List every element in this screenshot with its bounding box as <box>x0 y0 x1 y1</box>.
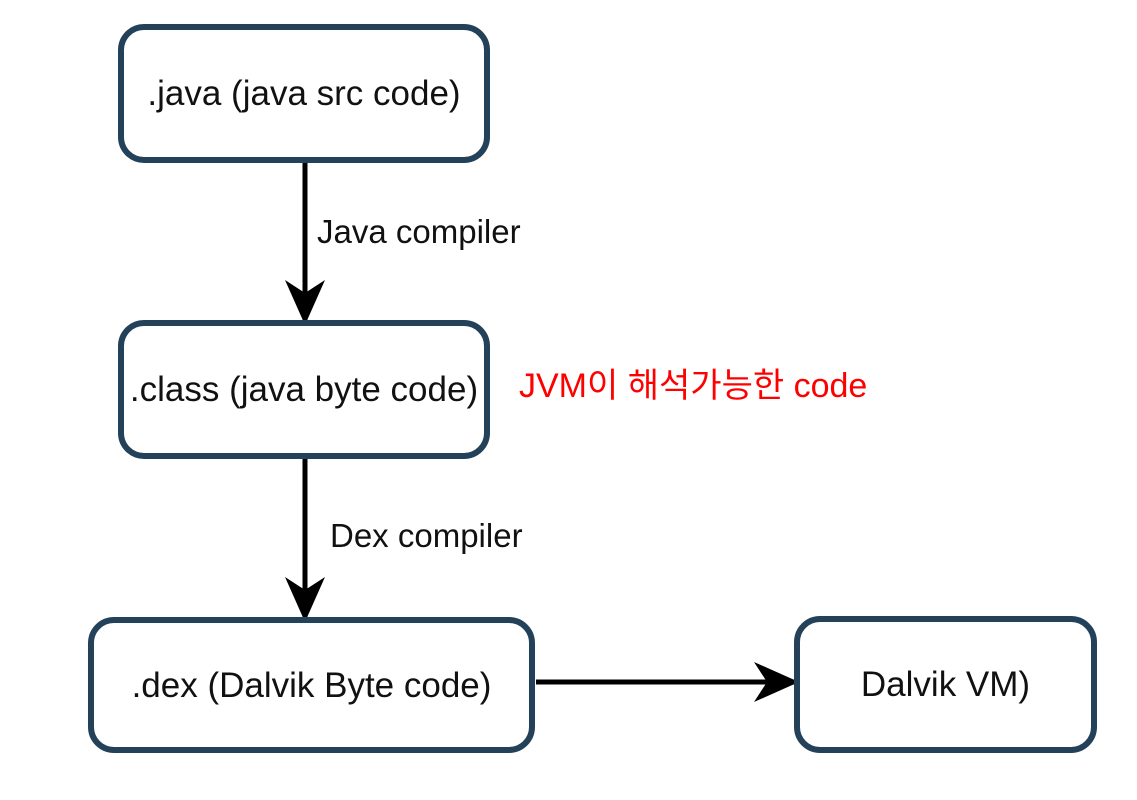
node-dex-bytecode[interactable]: .dex (Dalvik Byte code) <box>88 617 535 753</box>
node-class-bytecode[interactable]: .class (java byte code) <box>118 320 490 459</box>
node-dalvik-vm[interactable]: Dalvik VM) <box>794 616 1097 753</box>
node-class-bytecode-label: .class (java byte code) <box>129 370 479 409</box>
edge-label-dex-compiler: Dex compiler <box>330 517 523 554</box>
node-java-source[interactable]: .java (java src code) <box>118 24 490 163</box>
annotation-jvm-readable-code: JVM이 해석가능한 code <box>519 367 868 405</box>
node-dex-bytecode-label: .dex (Dalvik Byte code) <box>131 665 492 705</box>
node-java-source-label: .java (java src code) <box>147 74 461 113</box>
edge-label-java-compiler: Java compiler <box>317 213 521 250</box>
node-dalvik-vm-label: Dalvik VM) <box>860 665 1031 704</box>
